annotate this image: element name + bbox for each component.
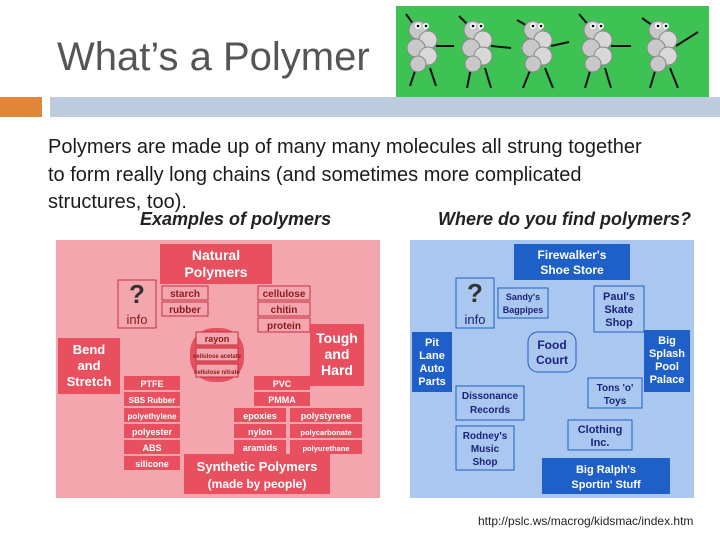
toys-label[interactable]: Toys xyxy=(604,396,627,407)
source-url-link[interactable]: http://pslc.ws/macrog/kidsmac/index.htm xyxy=(478,514,694,528)
and-label-left: and xyxy=(77,358,100,373)
records-label[interactable]: Records xyxy=(470,405,510,416)
pool-label[interactable]: Pool xyxy=(655,361,679,373)
item-cellulose: cellulose xyxy=(263,289,306,300)
hard-label: Hard xyxy=(321,362,353,378)
item-ptfe: PTFE xyxy=(140,379,163,389)
synthetic-label: Synthetic Polymers xyxy=(197,459,318,474)
splash-label[interactable]: Splash xyxy=(649,348,685,360)
clothing-label[interactable]: Clothing xyxy=(578,424,623,436)
bagpipes-label[interactable]: Bagpipes xyxy=(503,305,544,315)
skate-label[interactable]: Skate xyxy=(604,304,633,316)
accent-bar-orange xyxy=(0,97,42,117)
tough-label: Tough xyxy=(316,330,358,346)
item-starch: starch xyxy=(170,289,200,300)
item-cellulose-acetate: cellulose acetate xyxy=(193,354,242,360)
made-by-people-label: (made by people) xyxy=(208,477,307,491)
lane-label[interactable]: Lane xyxy=(419,350,445,362)
item-epoxies: epoxies xyxy=(243,411,277,421)
body-paragraph: Polymers are made up of many many molecu… xyxy=(48,136,642,213)
molecules-banner xyxy=(396,6,709,98)
parts-label[interactable]: Parts xyxy=(418,376,446,388)
rodney-shop-label[interactable]: Shop xyxy=(473,457,498,468)
item-polyurethane: polyurethane xyxy=(302,444,349,453)
shop-label[interactable]: Shop xyxy=(605,317,633,329)
item-rayon: rayon xyxy=(205,334,230,344)
music-label[interactable]: Music xyxy=(471,444,500,455)
firewalker-label[interactable]: Firewalker's xyxy=(538,248,607,262)
stretch-items-list: PTFE SBS Rubber polyethylene polyester A… xyxy=(124,376,180,470)
sandy-label[interactable]: Sandy's xyxy=(506,292,540,302)
info-question-icon[interactable]: ? xyxy=(129,279,145,309)
item-abs: ABS xyxy=(142,443,161,453)
item-rubber: rubber xyxy=(169,305,201,316)
food-label[interactable]: Food xyxy=(537,338,566,352)
hard-items-list: PVC PMMA epoxies polystyrene nylon polyc… xyxy=(234,376,362,454)
pit-label[interactable]: Pit xyxy=(425,337,439,349)
item-silicone: silicone xyxy=(135,459,169,469)
natural-label-2: Polymers xyxy=(184,264,247,280)
dissonance-label[interactable]: Dissonance xyxy=(462,391,519,402)
shoe-store-label[interactable]: Shoe Store xyxy=(540,263,604,277)
item-aramids: aramids xyxy=(243,443,278,453)
stretch-label: Stretch xyxy=(67,374,112,389)
palace-label[interactable]: Palace xyxy=(650,374,685,386)
dancing-molecules-icon xyxy=(396,6,709,98)
sportin-stuff-label[interactable]: Sportin' Stuff xyxy=(571,479,641,491)
and-label-right: and xyxy=(325,346,350,362)
item-polystyrene: polystyrene xyxy=(301,411,352,421)
molecule-figure xyxy=(405,13,454,87)
bend-label: Bend xyxy=(73,342,106,357)
item-sbs-rubber: SBS Rubber xyxy=(129,396,176,405)
item-nylon: nylon xyxy=(248,427,272,437)
accent-bar-blue xyxy=(50,97,720,117)
auto-label[interactable]: Auto xyxy=(419,363,444,375)
where-heading: Where do you find polymers? xyxy=(438,209,692,229)
item-pvc: PVC xyxy=(273,379,292,389)
item-polyethylene: polyethylene xyxy=(128,412,177,421)
rodney-label[interactable]: Rodney's xyxy=(463,431,508,442)
item-polycarbonate: polycarbonate xyxy=(300,428,351,437)
item-chitin: chitin xyxy=(271,305,298,316)
info-link[interactable]: info xyxy=(465,312,486,327)
big-ralph-label[interactable]: Big Ralph's xyxy=(576,464,636,476)
slide-title: What’s a Polymer xyxy=(57,35,370,79)
natural-label-1: Natural xyxy=(192,247,240,263)
tons-label[interactable]: Tons 'o' xyxy=(597,383,634,394)
item-protein: protein xyxy=(267,321,301,332)
court-label[interactable]: Court xyxy=(536,353,568,367)
examples-heading: Examples of polymers xyxy=(140,209,332,229)
big-label[interactable]: Big xyxy=(658,335,676,347)
inc-label[interactable]: Inc. xyxy=(591,437,610,449)
paul-label[interactable]: Paul's xyxy=(603,291,635,303)
polymer-types-panel: Natural Polymers ? info starch rubber ce… xyxy=(56,240,380,498)
item-pmma: PMMA xyxy=(268,395,296,405)
info-question-icon[interactable]: ? xyxy=(467,278,483,308)
info-link[interactable]: info xyxy=(127,312,148,327)
item-cellulose-nitrate: cellulose nitrate xyxy=(194,370,240,376)
item-polyester: polyester xyxy=(132,427,173,437)
polymer-places-panel: Firewalker's Shoe Store ? info Sandy's B… xyxy=(410,240,694,498)
